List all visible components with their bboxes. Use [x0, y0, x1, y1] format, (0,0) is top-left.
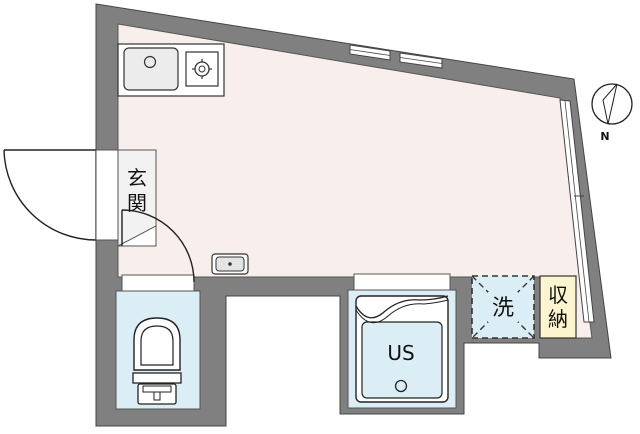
- unit-bath-door-opening: [353, 273, 451, 291]
- compass-north-label: N: [600, 130, 609, 143]
- washbasin[interactable]: [211, 253, 249, 275]
- bathtub-icon[interactable]: [355, 295, 449, 403]
- toilet-icon[interactable]: [132, 317, 182, 405]
- washer-label: 洗: [492, 296, 514, 321]
- toilet-door-swing[interactable]: [121, 209, 195, 283]
- toilet-door-opening: [121, 274, 195, 292]
- unit-bath-label: US: [387, 341, 414, 365]
- sink-basin: [123, 47, 179, 91]
- kitchen-counter[interactable]: [117, 43, 225, 97]
- stove-burner-icon: [192, 59, 212, 79]
- storage-label-bottom: 納: [548, 307, 568, 331]
- compass-icon: [591, 83, 633, 125]
- top-window: [349, 44, 443, 69]
- storage-closet[interactable]: [539, 275, 577, 339]
- storage-label-top: 収: [548, 283, 568, 307]
- stove-box: [185, 51, 219, 87]
- right-window: [559, 99, 595, 323]
- bath-drain: [394, 379, 408, 393]
- entrance-label-top: 玄: [127, 166, 147, 190]
- entrance-label-bottom: 関: [127, 191, 147, 215]
- sink-drain: [143, 55, 157, 69]
- entrance-door[interactable]: [3, 149, 119, 241]
